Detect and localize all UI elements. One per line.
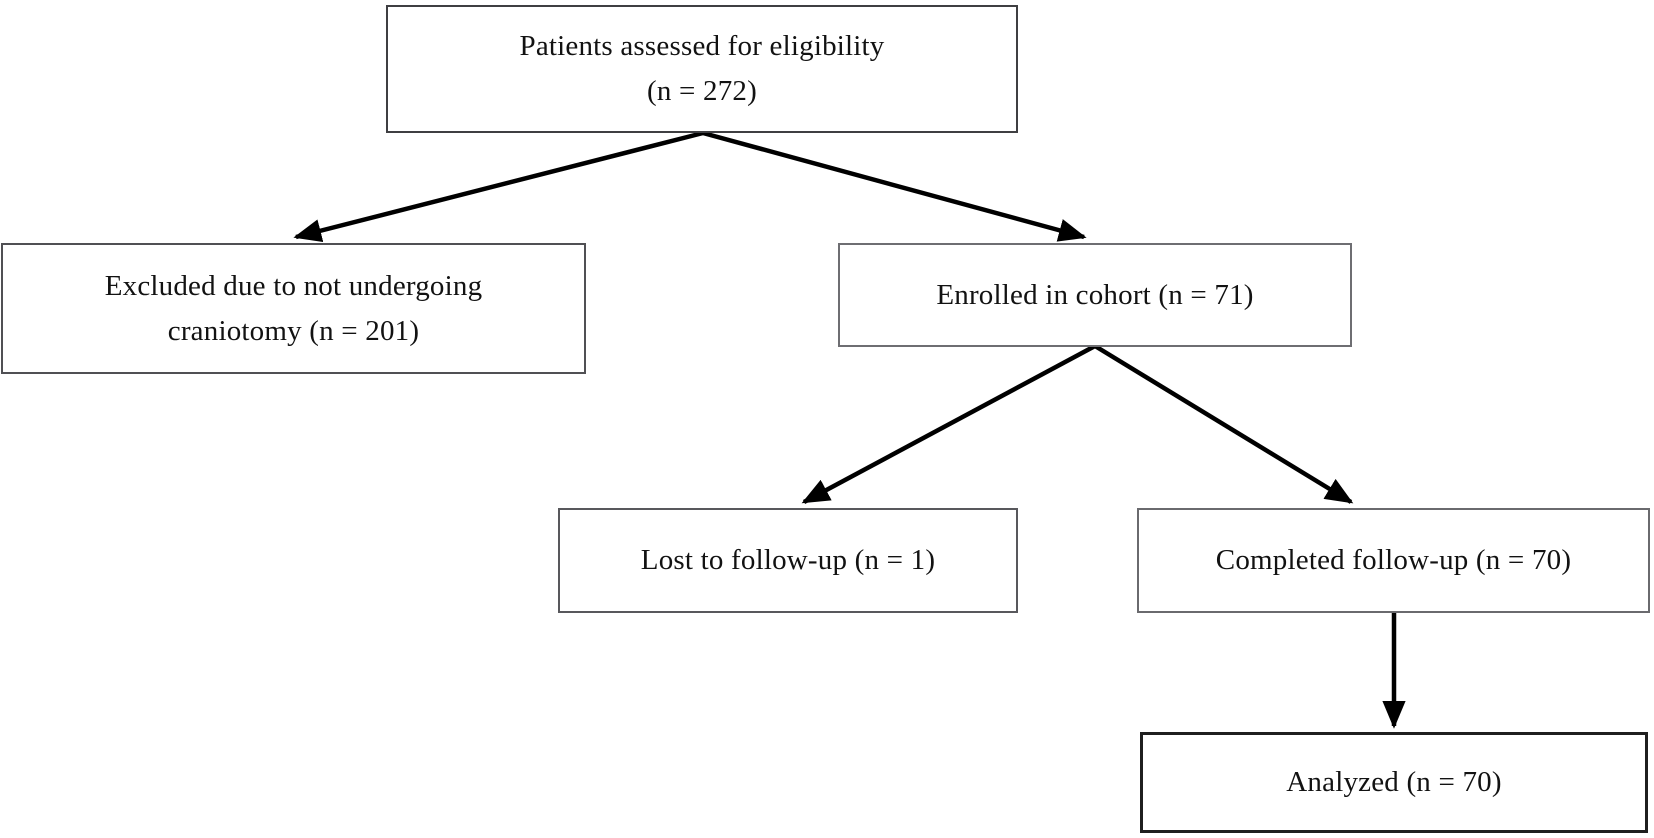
node-lost-to-follow-up: Lost to follow-up (n = 1)	[558, 508, 1018, 613]
node-patients-assessed: Patients assessed for eligibility (n = 2…	[386, 5, 1018, 133]
node-enrolled: Enrolled in cohort (n = 71)	[838, 243, 1352, 347]
node-label-line: craniotomy (n = 201)	[167, 314, 420, 347]
arrow-eligibility-to-enrolled	[702, 130, 1087, 242]
node-label-line: Lost to follow-up (n = 1)	[640, 544, 936, 577]
arrow-enrolled-to-completed	[1093, 344, 1354, 504]
node-label-line: Analyzed (n = 70)	[1286, 766, 1502, 799]
node-completed-follow-up: Completed follow-up (n = 70)	[1137, 508, 1650, 613]
arrow-enrolled-to-lost	[801, 344, 1097, 504]
node-label-line: Excluded due to not undergoing	[104, 269, 483, 302]
node-count: (n = 272)	[647, 75, 757, 107]
arrow-eligibility-to-excluded	[293, 130, 704, 243]
node-analyzed: Analyzed (n = 70)	[1140, 732, 1648, 833]
node-excluded: Excluded due to not undergoing craniotom…	[1, 243, 586, 374]
node-label-line: Completed follow-up (n = 70)	[1215, 544, 1572, 577]
node-label-line: Patients assessed for eligibility	[519, 30, 885, 63]
node-label-line: Enrolled in cohort (n = 71)	[936, 278, 1254, 311]
